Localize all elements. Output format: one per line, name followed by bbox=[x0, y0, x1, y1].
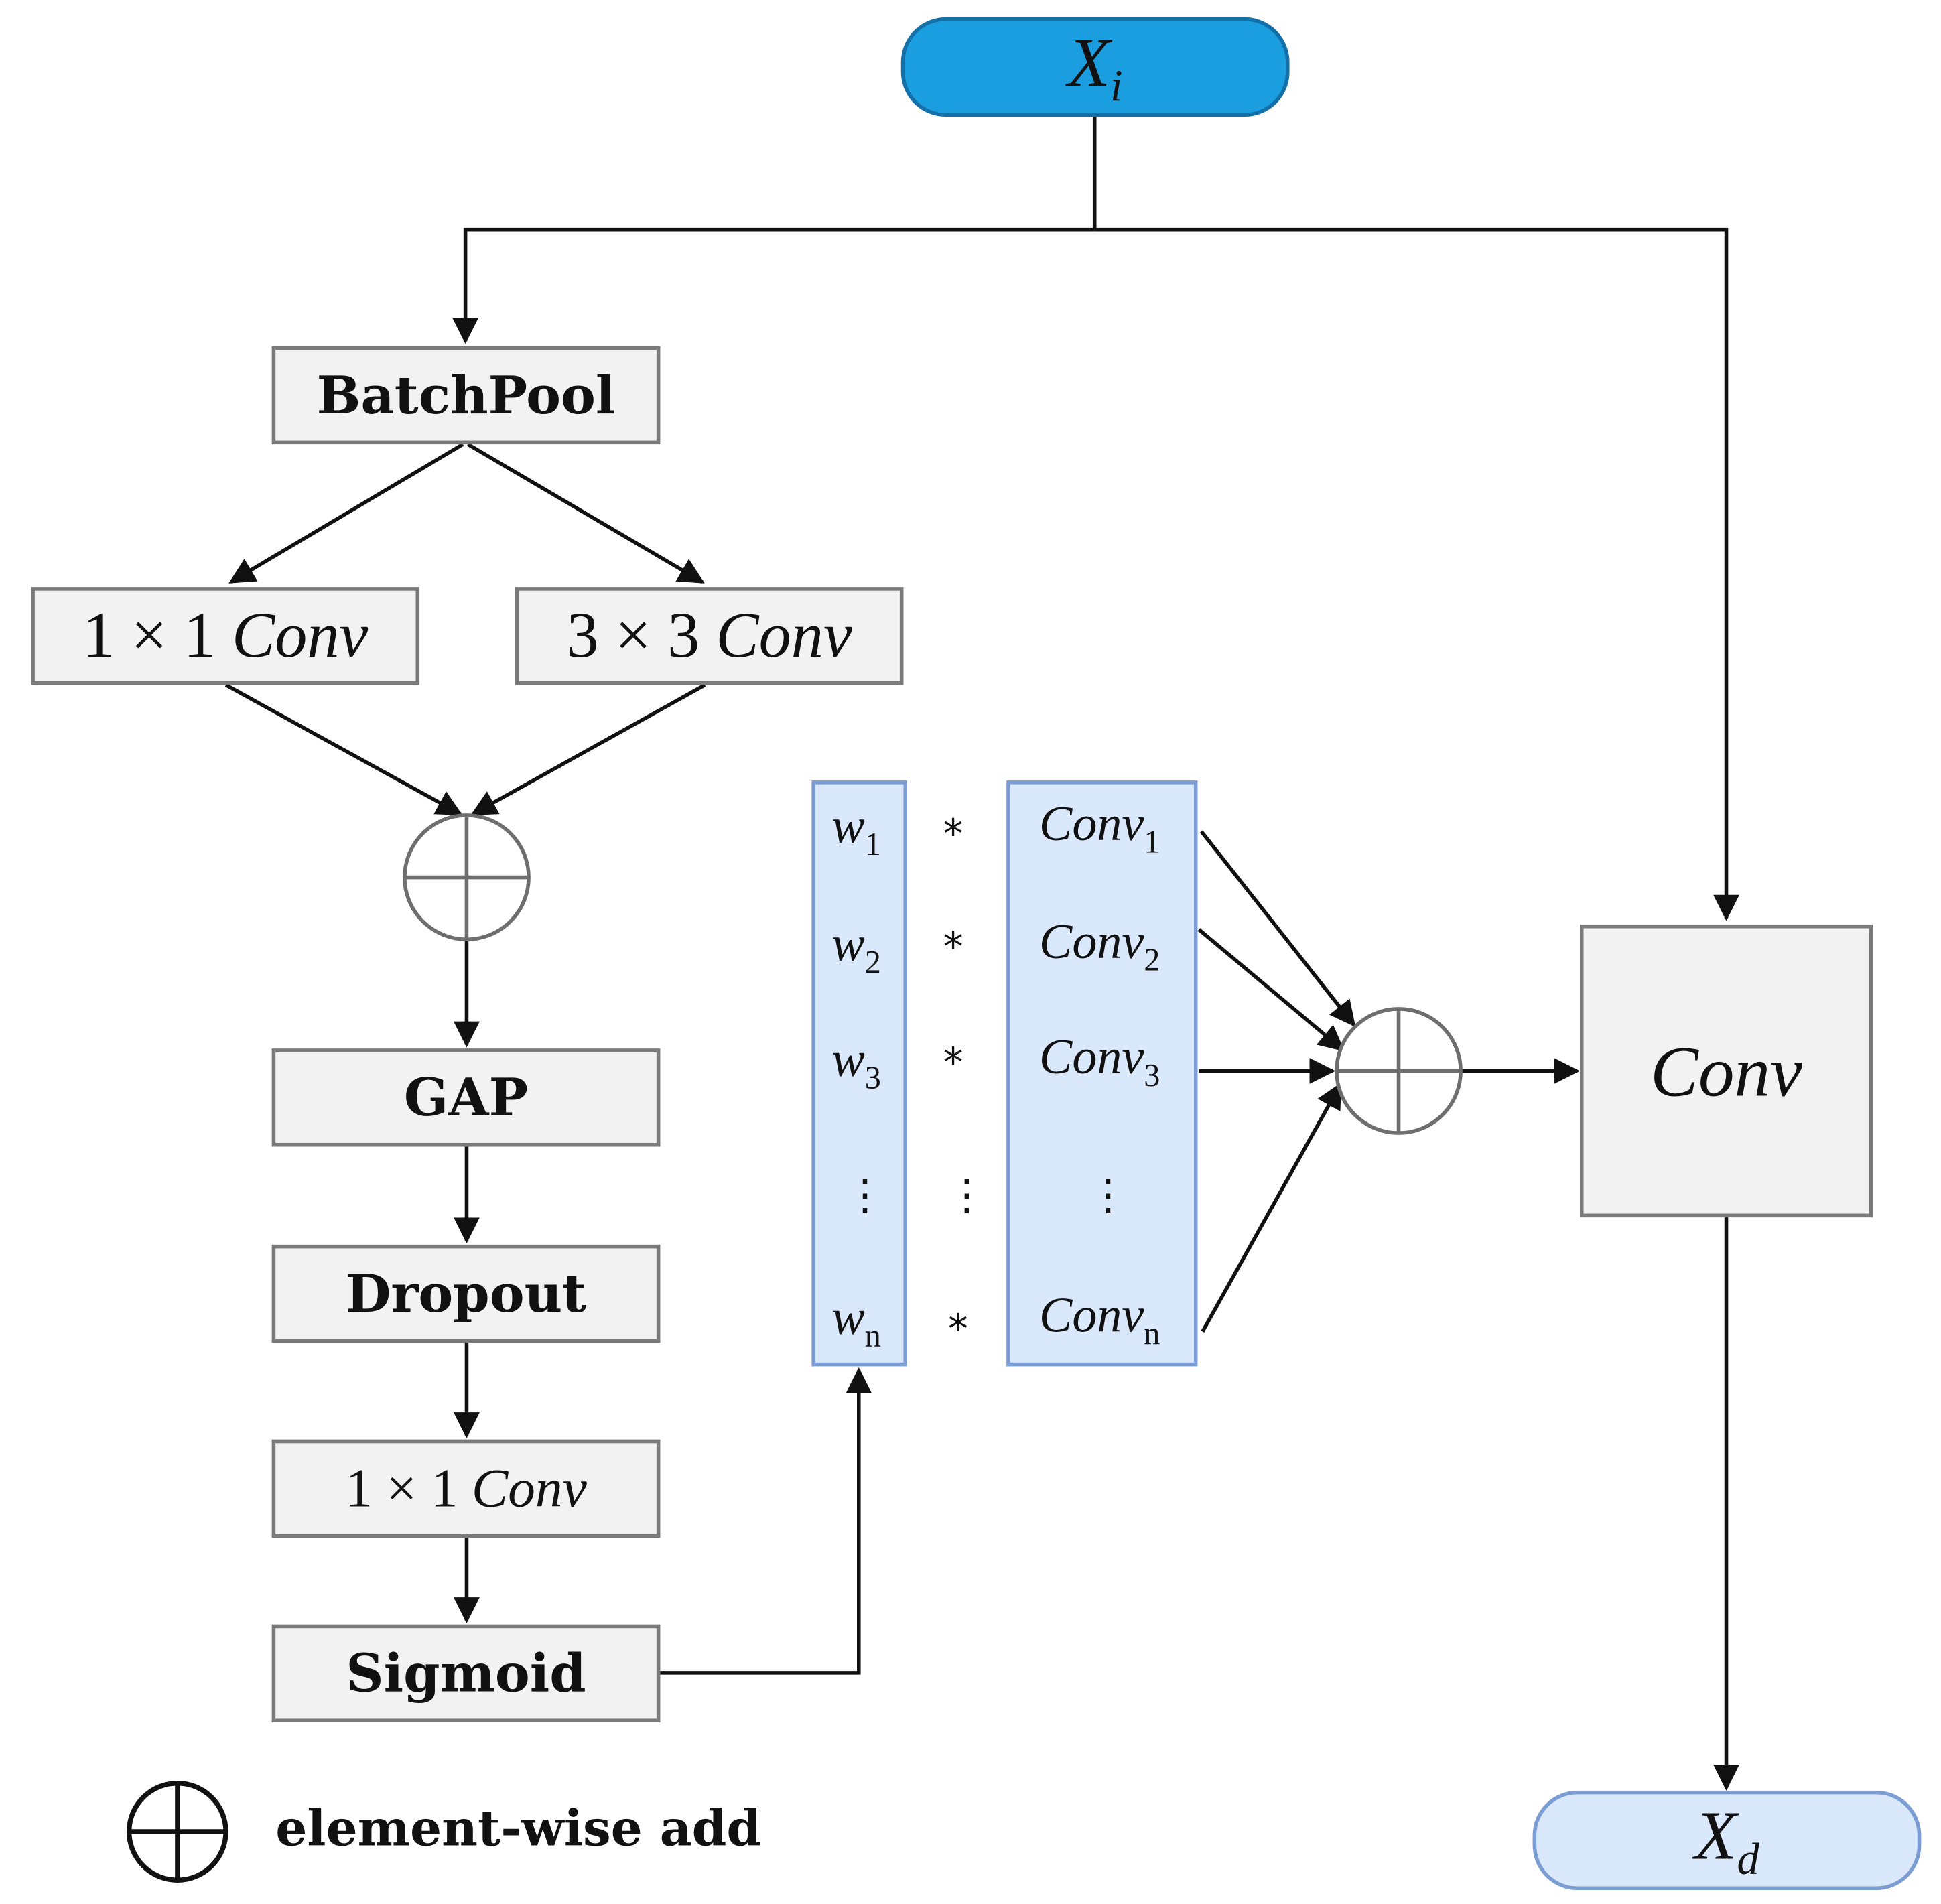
branch-conv-1: Conv1 bbox=[1039, 795, 1160, 860]
conv2-row-to-sum-arrow bbox=[1197, 928, 1345, 1052]
weight-1: w1 bbox=[831, 798, 881, 863]
branch-conv-n: Convn bbox=[1039, 1286, 1160, 1352]
input-to-conv-arrow bbox=[1094, 227, 1740, 921]
weight-3: w3 bbox=[831, 1031, 881, 1096]
branch-conv-3: Conv3 bbox=[1039, 1028, 1160, 1093]
sigmoid-box: Sigmoid bbox=[271, 1624, 661, 1722]
output-node: Xd bbox=[1532, 1790, 1922, 1891]
batchpool-label: BatchPool bbox=[316, 364, 616, 426]
conv-1x1-box-top: 1 × 1 Conv bbox=[31, 587, 420, 685]
convn-row-to-sum-arrow bbox=[1201, 1082, 1342, 1333]
multiply-3: * bbox=[943, 1038, 963, 1086]
input-label: Xi bbox=[1067, 24, 1123, 110]
conv1-row-to-sum-arrow bbox=[1199, 830, 1356, 1028]
multiply-n: * bbox=[948, 1305, 968, 1353]
input-node: Xi bbox=[900, 17, 1290, 117]
batchpool-to-conv3-arrow bbox=[466, 442, 705, 584]
final-conv-box: Conv bbox=[1579, 924, 1873, 1218]
batchpool-to-conv1-arrow bbox=[228, 442, 464, 584]
branch-conv-column bbox=[1006, 780, 1198, 1367]
output-label: Xd bbox=[1694, 1797, 1759, 1883]
branch-conv-ellipsis: ⋮ bbox=[1087, 1170, 1130, 1221]
weight-2: w2 bbox=[831, 915, 881, 981]
branch-conv-2: Conv2 bbox=[1039, 913, 1160, 978]
batchpool-box: BatchPool bbox=[271, 346, 661, 445]
multiply-2: * bbox=[943, 923, 963, 971]
multiply-1: * bbox=[943, 810, 963, 858]
conv-3x3-label: 3 × 3 Conv bbox=[566, 600, 852, 672]
conv1-to-sum-arrow bbox=[224, 683, 463, 816]
weight-ellipsis: ⋮ bbox=[844, 1170, 886, 1221]
legend-sum-icon bbox=[126, 1781, 228, 1883]
weights-column bbox=[811, 780, 908, 1367]
gap-label: GAP bbox=[403, 1067, 529, 1128]
multiply-ellipsis: ⋮ bbox=[945, 1170, 988, 1221]
gap-box: GAP bbox=[271, 1048, 661, 1147]
sigmoid-label: Sigmoid bbox=[346, 1643, 586, 1704]
final-conv-label: Conv bbox=[1650, 1030, 1802, 1111]
legend-label: element-wise add bbox=[275, 1799, 762, 1858]
input-to-batchpool-arrow bbox=[452, 227, 1095, 344]
conv-3x3-box: 3 × 3 Conv bbox=[515, 587, 904, 685]
dropout-box: Dropout bbox=[271, 1244, 661, 1343]
conv3-to-sum-arrow bbox=[470, 683, 706, 816]
conv-1x1-label-top: 1 × 1 Conv bbox=[82, 600, 369, 672]
conv-1x1-label-bottom: 1 × 1 Conv bbox=[345, 1458, 587, 1519]
sum-node-2 bbox=[1335, 1007, 1463, 1135]
sum-node-1 bbox=[403, 813, 531, 941]
dropout-label: Dropout bbox=[345, 1263, 587, 1324]
conv-1x1-box-bottom: 1 × 1 Conv bbox=[271, 1439, 661, 1538]
weight-n: wn bbox=[831, 1289, 881, 1354]
sigmoid-to-weights-arrow bbox=[660, 1367, 872, 1675]
